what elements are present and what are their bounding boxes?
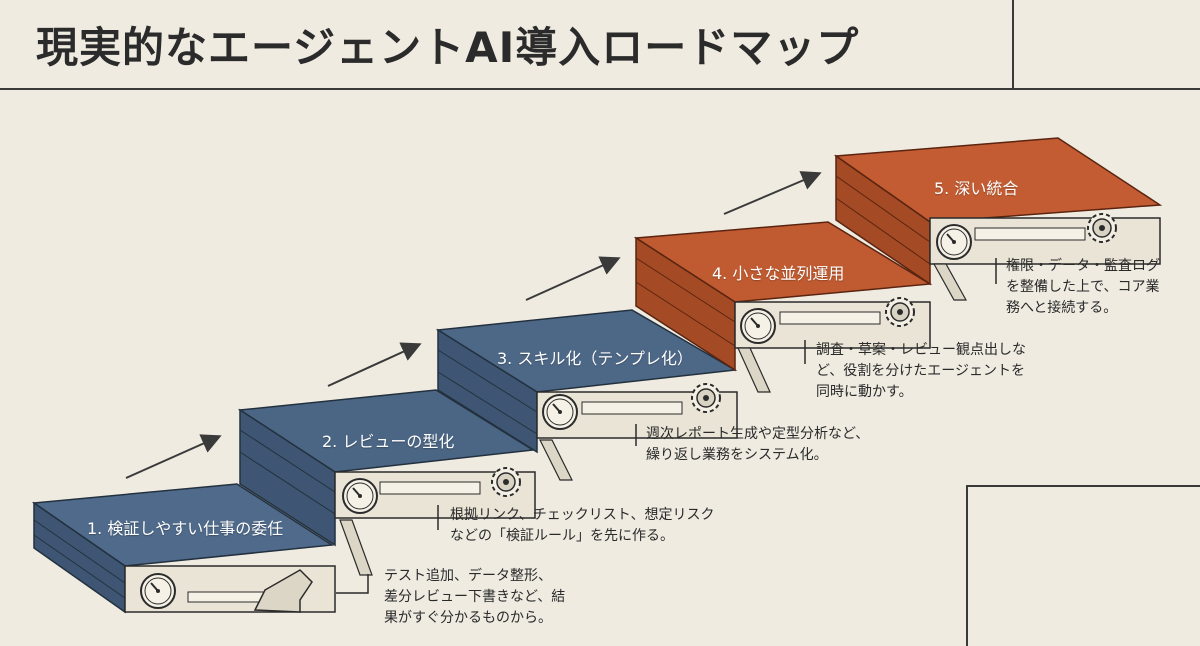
page-title: 現実的なエージェントAI導入ロードマップ [36,23,860,72]
arrow-icon [125,171,822,479]
title-frame-right [1012,0,1014,88]
step-4-label: 4. 小さな並列運用 [712,264,845,283]
step-1-description: テスト追加、データ整形、 差分レビュー下書きなど、結 果がすぐ分かるものから。 [384,568,566,626]
step-5-block [833,137,1163,286]
step-1-label: 1. 検証しやすい仕事の委任 [87,519,284,538]
corner-frame-left [966,485,968,646]
step-4-description: 調査・草案・レビュー観点出しな ど、役割を分けたエージェントを 同時に動かす。 [816,342,1026,400]
step-3-description: 週次レポート生成や定型分析など、 繰り返し業務をシステム化。 [646,426,870,463]
step-4-machine [734,297,931,393]
step-5-description: 権限・データ・監査ログ を整備した上で、コア業 務へと接続する。 [1006,258,1160,316]
step-5-machine [929,213,1161,301]
step-3-machine [536,383,738,481]
step-2-label: 2. レビューの型化 [322,432,455,451]
step-3-block [435,309,738,454]
title-divider [0,88,1200,90]
step-2-description: 根拠リンク、チェックリスト、想定リスク などの「検証ルール」を先に作る。 [450,507,715,544]
corner-frame-top [966,485,1200,487]
step-2-machine [334,467,536,576]
step-1-block [31,483,335,614]
step-3-label: 3. スキル化（テンプレ化） [497,349,693,368]
callout-lines [336,258,997,594]
step-5-label: 5. 深い統合 [934,179,1019,198]
step-1-machine [124,565,336,613]
